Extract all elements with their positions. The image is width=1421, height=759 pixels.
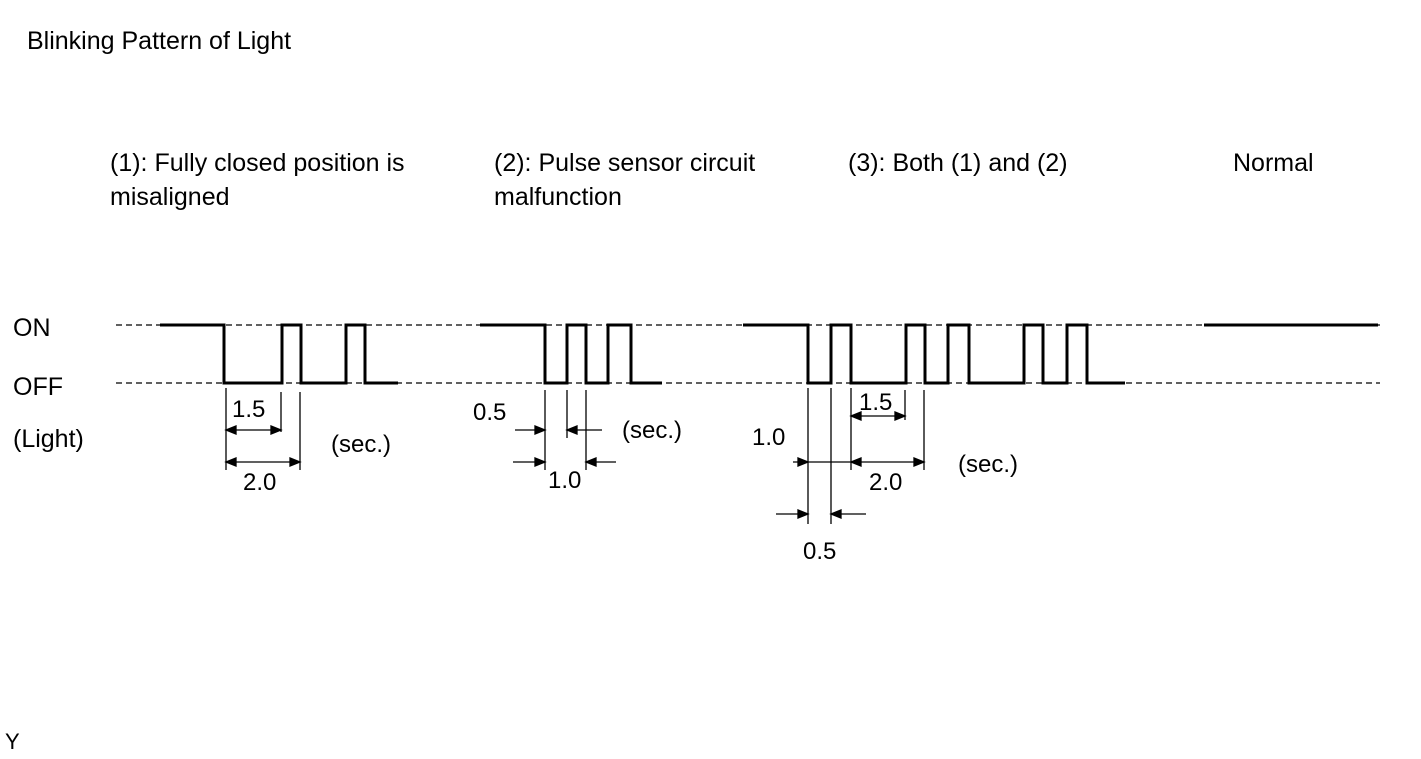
light-label: (Light) — [13, 425, 84, 453]
pattern-3-heading: (3): Both (1) and (2) — [848, 149, 1068, 177]
pattern-2-waveform — [480, 323, 662, 385]
off-label: OFF — [13, 373, 63, 401]
figure-code: Y — [5, 729, 20, 754]
pattern-2-unit: (sec.) — [622, 417, 682, 444]
pattern-3-short-on: 0.5 — [803, 538, 837, 565]
pattern-1-period: 2.0 — [243, 469, 277, 496]
pattern-3-unit: (sec.) — [958, 451, 1018, 478]
normal-heading: Normal — [1233, 149, 1314, 177]
on-label: ON — [13, 314, 51, 342]
pattern-3-long-off: 1.5 — [859, 389, 893, 416]
pattern-2-on-time: 0.5 — [473, 399, 507, 426]
page-title: Blinking Pattern of Light — [27, 27, 292, 55]
pattern-1-dimension-lines — [224, 388, 302, 470]
pattern-2-heading: (2): Pulse sensor circuit malfunction — [494, 149, 756, 211]
pattern-1-heading: (1): Fully closed position is misaligned — [110, 149, 405, 211]
pattern-3-dimension-lines — [776, 388, 926, 524]
pattern-1-waveform — [160, 323, 398, 385]
pattern-2-dimension-lines — [513, 390, 616, 470]
pattern-3-waveform — [743, 323, 1125, 385]
pattern-3-short-period: 1.0 — [752, 424, 786, 451]
pattern-3-long-period: 2.0 — [869, 469, 903, 496]
pattern-2-period: 1.0 — [548, 467, 582, 494]
pattern-1-unit: (sec.) — [331, 431, 391, 458]
pattern-1-off-time: 1.5 — [232, 396, 266, 423]
